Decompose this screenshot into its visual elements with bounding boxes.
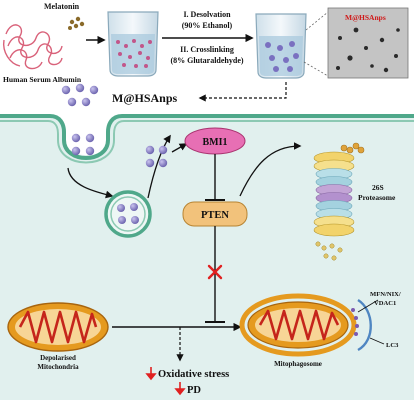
ubiquitin-chain	[340, 142, 365, 154]
micrograph-label: M@HSAnps	[345, 13, 386, 22]
proteasome-26s	[313, 142, 365, 237]
vdac-label: VDAC1	[374, 300, 396, 307]
cell-membrane	[0, 114, 414, 160]
bmi1-node: BMI1	[184, 127, 246, 155]
depolarised-label-1: Depolarised	[40, 354, 76, 362]
step2-line1: II. Crosslinking	[180, 45, 234, 54]
nanoparticles-endocytosis	[71, 133, 95, 156]
down-arrow-icon	[145, 367, 157, 381]
micrograph-image	[327, 7, 409, 79]
blocked-x-icon	[207, 264, 223, 280]
arrow-bmi1-to-proteasome	[239, 142, 302, 197]
zoom-line-top	[305, 11, 329, 31]
outcome-pd: PD	[187, 385, 201, 396]
step1-line1: I. Desolvation	[183, 10, 231, 19]
mfn-pointer	[357, 299, 379, 313]
pten-node: PTEN	[182, 201, 248, 227]
receptor-proteins	[351, 308, 359, 336]
melatonin-label: Melatonin	[44, 2, 80, 11]
albumin-label: Human Serum Albumin	[3, 75, 82, 84]
step1-line2: (90% Ethanol)	[182, 21, 233, 30]
step2-line2: (8% Glutaraldehyde)	[170, 56, 243, 65]
bmi1-label: BMI1	[203, 137, 228, 148]
mitophagosome	[239, 293, 372, 357]
pten-label: PTEN	[201, 210, 229, 221]
mitophagosome-label: Mitophagosome	[274, 360, 322, 368]
zoom-line-bottom	[303, 61, 329, 77]
proteasome-label-1: 26S	[372, 183, 384, 192]
nanoparticles-released	[145, 145, 168, 168]
product-label: M@HSAnps	[112, 91, 178, 105]
beaker-2	[255, 13, 307, 79]
arrow-to-released-np	[147, 134, 171, 199]
cell-membrane-inner	[0, 120, 414, 164]
down-arrow-icon	[174, 382, 186, 396]
proteasome-label-2: Proteasome	[358, 193, 396, 202]
lc3-pointer	[369, 337, 385, 345]
depolarised-mitochondrion	[7, 302, 109, 352]
phagophore-arc	[357, 298, 372, 352]
melatonin-icon	[68, 16, 85, 30]
arrow-to-endosome	[67, 167, 114, 199]
arrow-np-to-bmi1	[171, 143, 188, 153]
depolarised-label-2: Mitochondria	[37, 363, 79, 371]
albumin-icon	[3, 24, 63, 70]
arrow-to-product	[198, 82, 287, 102]
nanoparticles-extracellular	[61, 83, 99, 107]
peptide-fragments	[315, 241, 343, 261]
outcome-oxidative-stress: Oxidative stress	[158, 369, 229, 380]
mfn-label: MFN/NIX/	[370, 291, 401, 298]
endosome	[104, 190, 152, 238]
lc3-label: LC3	[386, 342, 399, 349]
beaker-1	[107, 11, 159, 77]
